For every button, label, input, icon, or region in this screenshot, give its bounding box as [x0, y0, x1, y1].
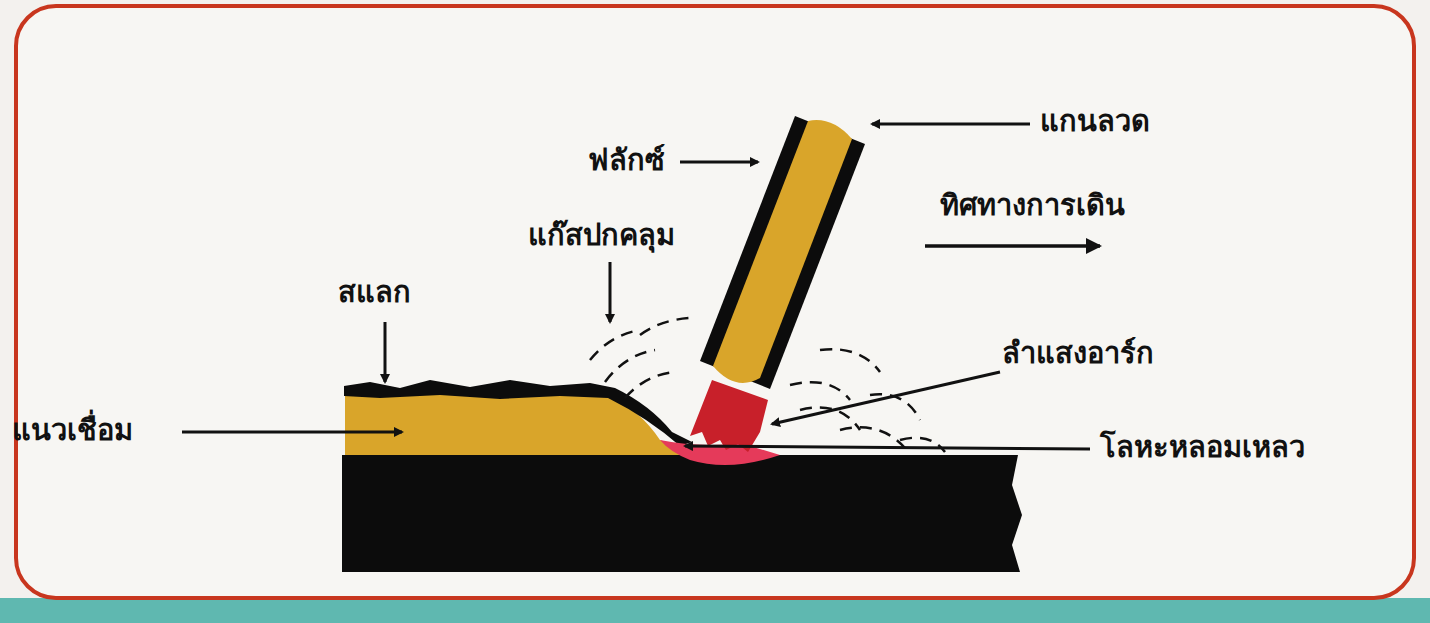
frame — [16, 6, 1414, 598]
shielding-gas-label: แก๊สปกคลุม — [528, 218, 675, 253]
core-wire — [713, 120, 852, 383]
leader-lines — [182, 124, 1100, 449]
bottom-band — [0, 598, 1430, 623]
arc — [690, 380, 768, 452]
molten-pool — [660, 440, 780, 465]
base-plate — [342, 455, 1022, 572]
direction-label: ทิศทางการเดิน — [940, 188, 1125, 223]
slag-label: สแลก — [338, 275, 411, 310]
slag-layer — [344, 380, 692, 446]
molten-metal-label: โลหะหลอมเหลว — [1100, 430, 1305, 465]
flux-label: ฟลักซ์ — [588, 143, 665, 178]
weld-bead-label: แนวเชื่อม — [12, 413, 133, 448]
shielding-gas — [590, 318, 945, 452]
arc-label: ลำแสงอาร์ก — [1002, 336, 1154, 371]
flux-coating — [700, 116, 865, 389]
weld-bead — [345, 392, 700, 455]
core-wire-label: แกนลวด — [1040, 104, 1150, 139]
